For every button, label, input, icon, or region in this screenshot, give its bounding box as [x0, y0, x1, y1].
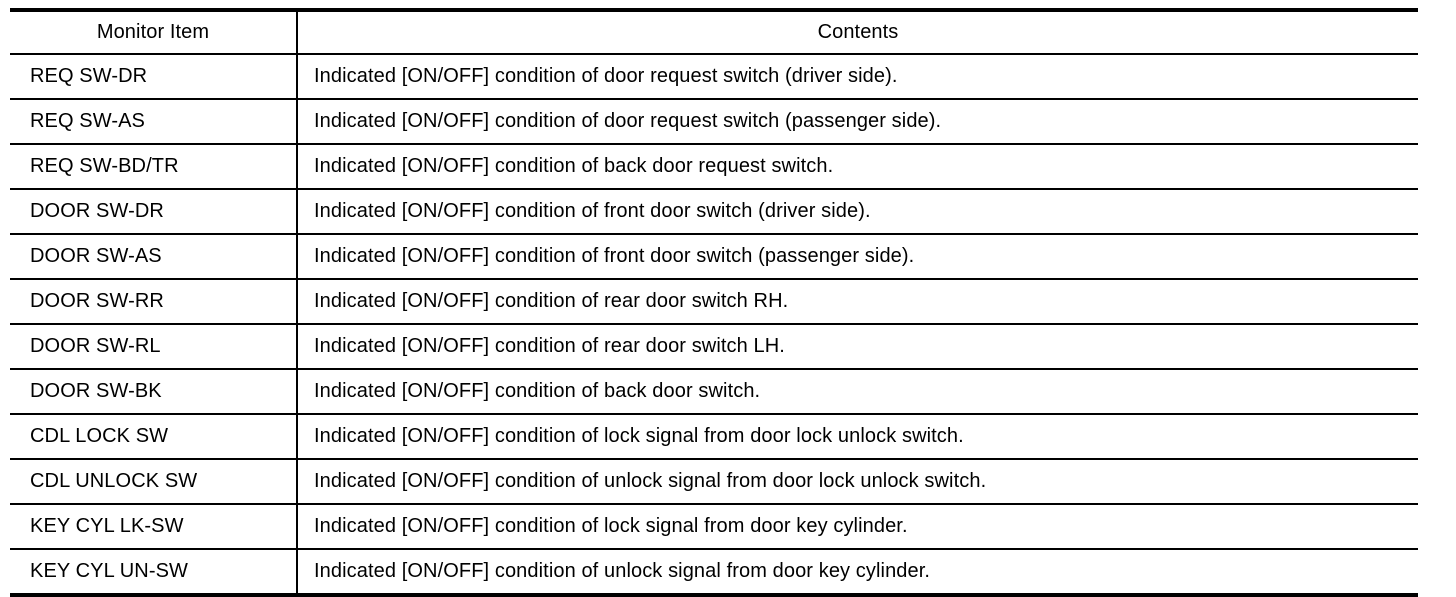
table-header: Monitor Item Contents	[10, 8, 1418, 55]
cell-contents: Indicated [ON/OFF] condition of lock sig…	[297, 414, 1418, 460]
cell-monitor-item: REQ SW-AS	[10, 99, 298, 145]
cell-contents: Indicated [ON/OFF] condition of rear doo…	[297, 324, 1418, 370]
cell-contents: Indicated [ON/OFF] condition of unlock s…	[297, 549, 1418, 597]
table-header-row: Monitor Item Contents	[10, 8, 1418, 55]
cell-monitor-item: KEY CYL LK-SW	[10, 504, 298, 550]
cell-contents: Indicated [ON/OFF] condition of back doo…	[297, 144, 1418, 190]
cell-monitor-item: DOOR SW-RL	[10, 324, 298, 370]
cell-contents: Indicated [ON/OFF] condition of lock sig…	[297, 504, 1418, 550]
cell-monitor-item: REQ SW-BD/TR	[10, 144, 298, 190]
column-header-monitor-item: Monitor Item	[10, 8, 298, 55]
cell-contents: Indicated [ON/OFF] condition of front do…	[297, 234, 1418, 280]
cell-monitor-item: DOOR SW-RR	[10, 279, 298, 325]
cell-monitor-item: CDL LOCK SW	[10, 414, 298, 460]
column-header-contents: Contents	[297, 8, 1418, 55]
cell-monitor-item: CDL UNLOCK SW	[10, 459, 298, 505]
cell-monitor-item: DOOR SW-AS	[10, 234, 298, 280]
cell-monitor-item: REQ SW-DR	[10, 54, 298, 100]
cell-contents: Indicated [ON/OFF] condition of rear doo…	[297, 279, 1418, 325]
cell-monitor-item: KEY CYL UN-SW	[10, 549, 298, 597]
cell-contents: Indicated [ON/OFF] condition of front do…	[297, 189, 1418, 235]
cell-monitor-item: DOOR SW-BK	[10, 369, 298, 415]
cell-monitor-item: DOOR SW-DR	[10, 189, 298, 235]
cell-contents: Indicated [ON/OFF] condition of back doo…	[297, 369, 1418, 415]
cell-contents: Indicated [ON/OFF] condition of door req…	[297, 99, 1418, 145]
cell-contents: Indicated [ON/OFF] condition of door req…	[297, 54, 1418, 100]
cell-contents: Indicated [ON/OFF] condition of unlock s…	[297, 459, 1418, 505]
